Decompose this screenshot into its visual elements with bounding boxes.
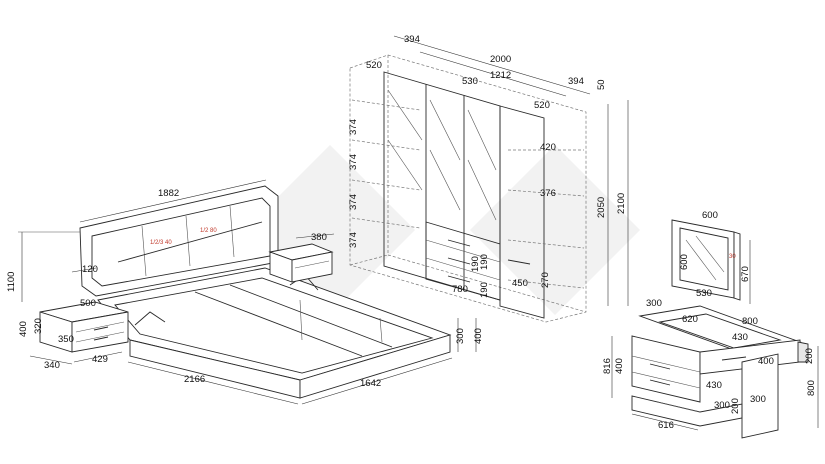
dim-wardrobe-depth-right: 520	[534, 100, 550, 111]
nightstand-right: 380	[268, 232, 335, 283]
dim-wardrobe-depth-center: 530	[462, 76, 478, 87]
dim-headboard-width: 1882	[158, 188, 179, 199]
dim-dresser-left-h2: 400	[614, 358, 625, 374]
dim-bed-width: 1642	[360, 378, 381, 389]
dim-bed-length: 2166	[184, 374, 205, 385]
dim-dresser-height-full: 800	[806, 380, 817, 396]
dim-mirror-bottom: 530	[696, 288, 712, 299]
dim-shelf-right-2: 376	[540, 188, 556, 199]
dim-dresser-inner-top: 620	[682, 314, 698, 325]
dim-nightstand-base: 429	[92, 354, 108, 365]
dim-wardrobe-right: 394	[568, 76, 584, 87]
dim-dresser-width: 800	[742, 316, 758, 327]
dim-wardrobe-full-height: 2100	[616, 193, 627, 214]
dim-dresser-drawer-1: 430	[732, 332, 748, 343]
headboard-mark-1: 1/2/3 40	[150, 240, 172, 246]
dim-wardrobe-depth-left: 520	[366, 60, 382, 71]
dim-dresser-height-side: 200	[804, 348, 815, 364]
dim-side-small: 270	[540, 272, 551, 288]
dim-dresser-top-depth: 300	[646, 298, 662, 309]
nightstand-left: 500 400 320 350 340 429	[18, 298, 129, 371]
dim-side-h1: 300	[455, 328, 466, 344]
mirror-drawing: 600 600 670 30 530	[671, 210, 751, 304]
dim-shelf-right-1: 420	[540, 142, 556, 153]
dim-side-drawer: 450	[512, 278, 528, 289]
dim-headboard-step: 120	[82, 264, 98, 275]
dim-shelf-gap-4: 374	[348, 232, 359, 248]
dim-nightstand-depth: 340	[44, 360, 60, 371]
dim-mirror-frame: 670	[740, 266, 751, 282]
dim-nightstand-width: 500	[80, 298, 96, 309]
dim-bed-height: 1100	[6, 272, 17, 292]
dim-shelf-gap-3: 374	[348, 194, 359, 210]
dim-dresser-base-width: 616	[658, 420, 674, 431]
dim-mirror-width: 600	[702, 210, 718, 221]
dim-dresser-shelf-3: 300	[750, 394, 766, 405]
dim-wardrobe-left: 394	[404, 34, 420, 45]
dim-shelf-gap-2: 374	[348, 154, 359, 170]
dim-side-h2: 400	[473, 328, 484, 344]
dim-drawer-row-1: 190	[479, 254, 490, 270]
dim-drawer-row-2: 190	[479, 282, 490, 298]
dim-mirror-height: 600	[679, 254, 690, 270]
dim-nightstand-inner: 350	[58, 334, 74, 345]
dim-wardrobe-total: 2000	[490, 54, 511, 65]
dresser-drawing: 300 620 800 430 400 430 300 200 300 200 …	[602, 298, 819, 439]
dim-mirror-depth: 30	[729, 254, 736, 260]
wardrobe-drawing: 394 2000 1212 394 50 520 530 520 374 374…	[348, 34, 629, 323]
dim-dresser-drawer-3: 430	[706, 380, 722, 391]
headboard-mark-2: 1/2 80	[200, 228, 217, 234]
dim-wardrobe-center: 1212	[490, 70, 511, 81]
dim-drawer-width: 780	[452, 284, 468, 295]
bed-drawing: 1/2/3 40 1/2 80 1882 120 1100 2166 1642 …	[6, 179, 484, 405]
dim-dresser-drawer-2: 400	[758, 356, 774, 367]
dim-nightstand-drawer: 320	[33, 318, 44, 334]
dim-nightstand-top: 380	[311, 232, 327, 243]
dim-wardrobe-cornice: 50	[596, 79, 607, 90]
dim-wardrobe-inner-height: 2050	[596, 197, 607, 218]
dim-dresser-shelf-1: 300	[714, 400, 730, 411]
dim-nightstand-height: 400	[18, 321, 29, 337]
dim-dresser-shelf-2: 200	[730, 398, 741, 414]
dim-shelf-gap-1: 374	[348, 119, 359, 135]
dim-drawer-row-3: 190	[470, 256, 481, 272]
dim-dresser-left-h1: 816	[602, 358, 613, 374]
